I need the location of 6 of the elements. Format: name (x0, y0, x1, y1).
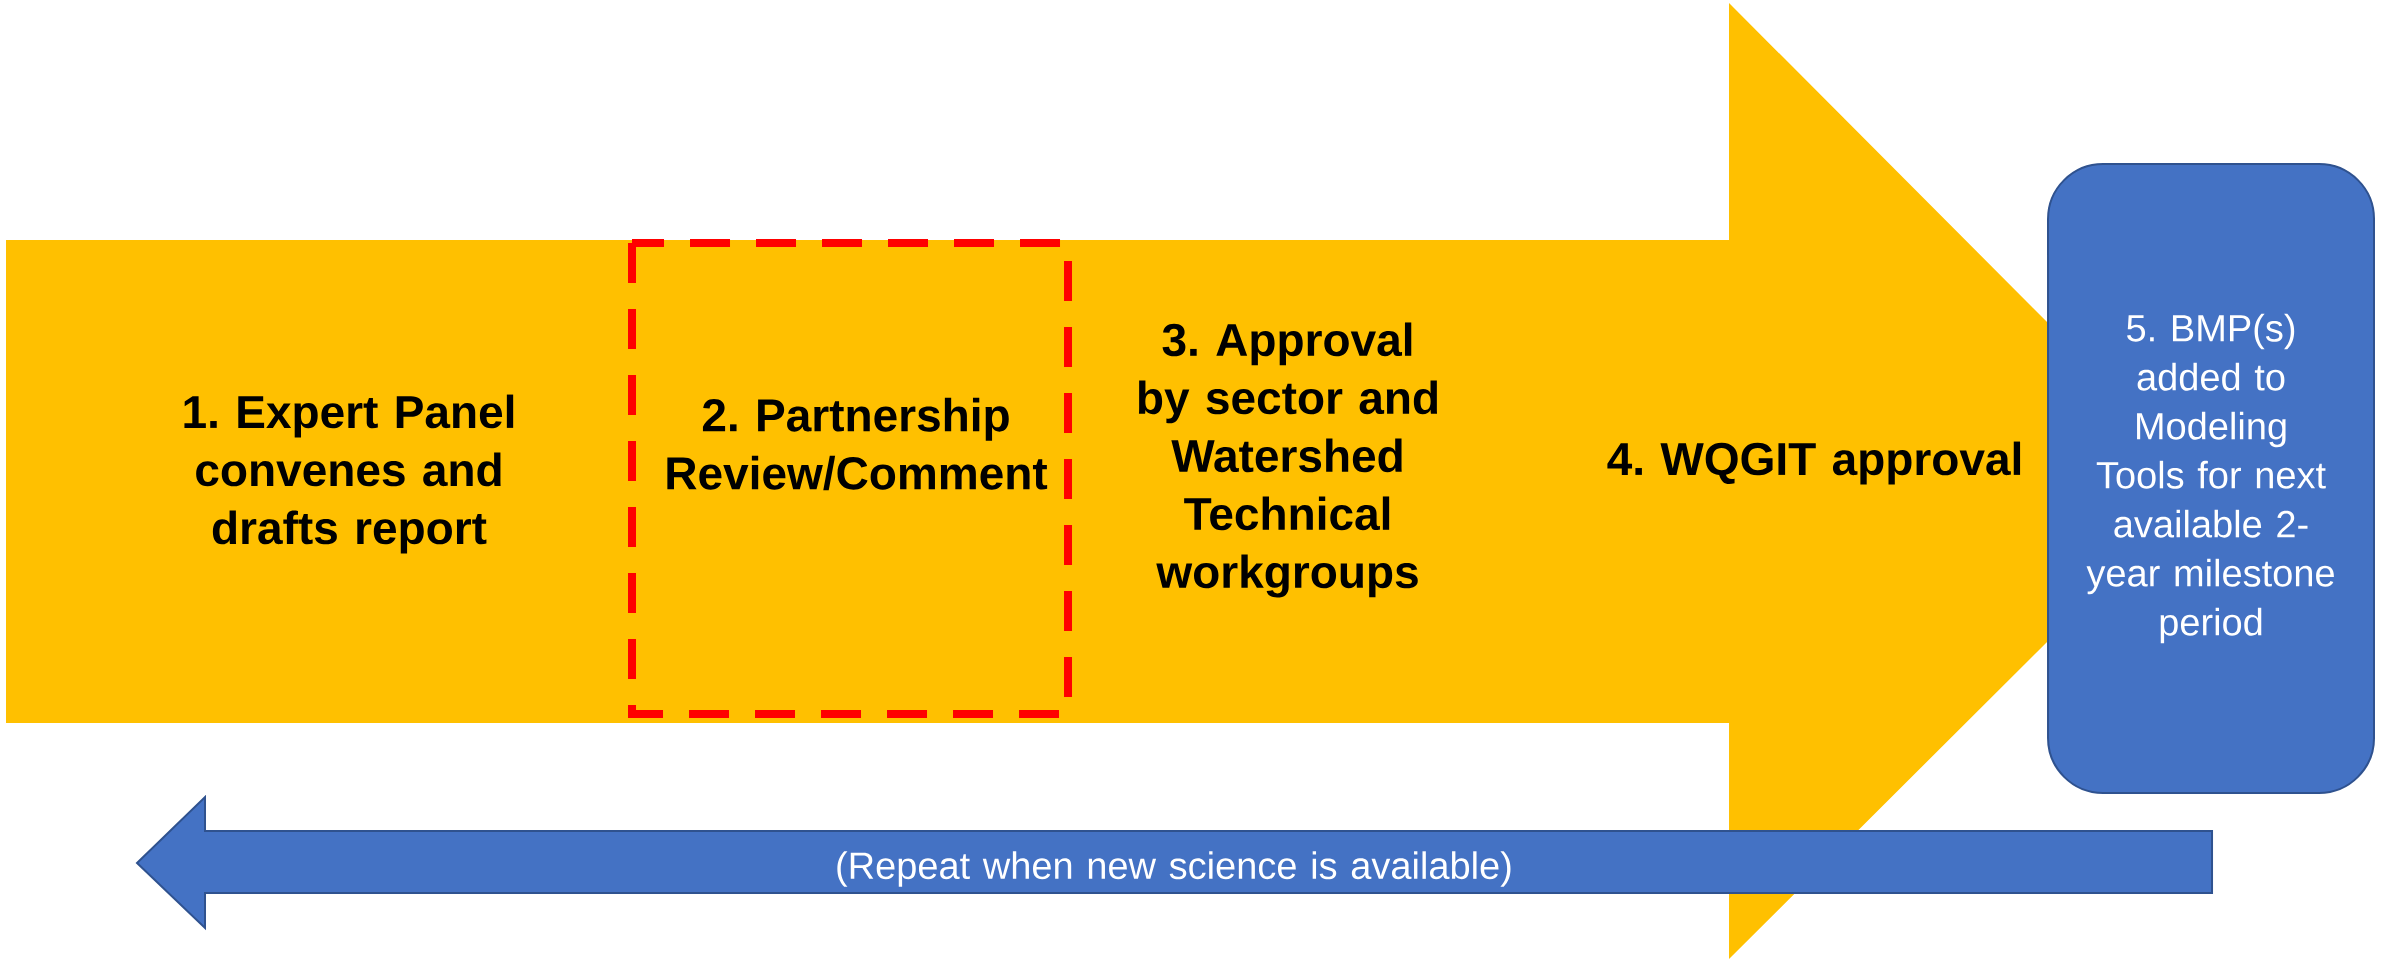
stage-text: 4. WQGIT approval (1607, 441, 2021, 485)
process-box: 5. BMP(s) added to Modeling Tools for next available 2-year milestone period (2047, 163, 2376, 794)
dashed-box: 2. Partnership Review/Comment (628, 239, 1072, 718)
stage-band (6, 3, 2048, 959)
stage-text: 3. Approval by sector and Watershed Technical workgroups (1138, 322, 1438, 598)
stage-text: 1. Expert Panel convenes and drafts report (184, 394, 514, 554)
